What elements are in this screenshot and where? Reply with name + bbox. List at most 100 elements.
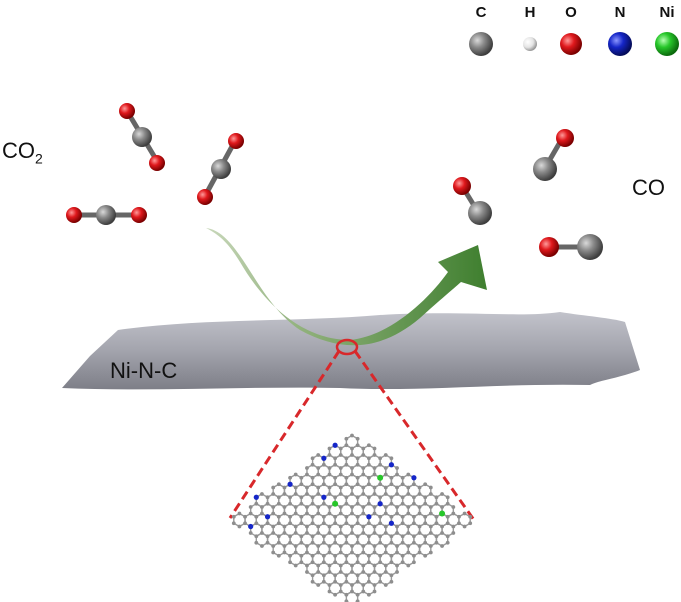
lattice-carbon-atom — [412, 495, 416, 500]
co2-molecule-3 — [66, 205, 147, 225]
lattice-carbon-atom — [372, 524, 377, 529]
lattice-carbon-atom — [316, 524, 321, 529]
co-molecule-2 — [453, 177, 492, 225]
lattice-carbon-atom — [400, 482, 405, 487]
lattice-carbon-atom — [355, 592, 360, 597]
lattice-carbon-atom — [395, 466, 399, 470]
lattice-carbon-atom — [310, 540, 315, 545]
lattice-carbon-atom — [237, 524, 242, 529]
lattice-carbon-atom — [293, 544, 298, 548]
lattice-carbon-atom — [260, 505, 264, 509]
lattice-carbon-atom — [338, 453, 343, 457]
lattice-carbon-atom — [350, 485, 354, 490]
lattice-carbon-atom — [310, 501, 315, 506]
lattice-carbon-atom — [350, 492, 354, 496]
lattice-carbon-atom — [378, 495, 383, 500]
lattice-carbon-atom — [412, 534, 416, 539]
co-molecule-3 — [539, 234, 603, 260]
lattice-carbon-atom — [321, 482, 326, 487]
lattice-carbon-atom — [260, 511, 264, 516]
lattice-carbon-atom — [468, 514, 473, 519]
lattice-nitrogen-atom — [377, 501, 383, 507]
lattice-carbon-atom — [288, 501, 292, 506]
lattice-carbon-atom — [316, 570, 321, 574]
lattice-carbon-atom — [316, 472, 321, 477]
lattice-carbon-atom — [406, 505, 411, 509]
lattice-carbon-atom — [395, 492, 399, 496]
lattice-carbon-atom — [282, 531, 287, 535]
lattice-carbon-atom — [406, 563, 411, 568]
lattice-nickel-atom — [377, 474, 384, 481]
lattice-carbon-atom — [350, 550, 354, 555]
lattice-carbon-atom — [316, 511, 321, 516]
lattice-carbon-atom — [355, 573, 360, 578]
lattice-carbon-atom — [299, 540, 304, 545]
lattice-carbon-atom — [327, 570, 332, 574]
lattice-carbon-atom — [333, 462, 338, 467]
lattice-carbon-atom — [338, 589, 343, 594]
lattice-carbon-atom — [350, 453, 354, 457]
lattice-carbon-atom — [316, 583, 321, 587]
lattice-carbon-atom — [288, 540, 292, 545]
lattice-carbon-atom — [310, 534, 315, 539]
lattice-carbon-atom — [305, 524, 309, 529]
lattice-carbon-atom — [361, 544, 366, 548]
lattice-carbon-atom — [361, 505, 366, 509]
lattice-carbon-atom — [417, 524, 422, 529]
lattice-carbon-atom — [231, 514, 236, 519]
lattice-carbon-atom — [389, 560, 394, 565]
lattice-carbon-atom — [423, 482, 428, 487]
lattice-carbon-atom — [254, 534, 259, 539]
lattice-carbon-atom — [366, 521, 371, 526]
lattice-carbon-atom — [327, 485, 332, 490]
lattice-carbon-atom — [400, 501, 405, 506]
lattice-carbon-atom — [451, 505, 456, 509]
lattice-carbon-atom — [282, 511, 287, 516]
zoom-line-right — [353, 350, 476, 521]
lattice-carbon-atom — [321, 521, 326, 526]
lattice-carbon-atom — [434, 514, 439, 519]
lattice-carbon-atom — [366, 495, 371, 500]
lattice-carbon-atom — [276, 521, 281, 526]
lattice-carbon-atom — [350, 589, 354, 594]
lattice-carbon-atom — [406, 472, 411, 477]
lattice-carbon-atom — [276, 553, 281, 558]
lattice-carbon-atom — [423, 540, 428, 545]
lattice-carbon-atom — [383, 583, 388, 587]
lattice-carbon-atom — [333, 560, 338, 565]
co2-molecule-2 — [197, 133, 244, 205]
lattice-carbon-atom — [344, 553, 349, 558]
lattice-carbon-atom — [412, 553, 416, 558]
lattice-carbon-atom — [344, 599, 349, 602]
lattice-carbon-atom — [412, 560, 416, 565]
lattice-carbon-atom — [406, 544, 411, 548]
lattice-nickel-atom — [439, 510, 446, 517]
lattice-carbon-atom — [271, 485, 276, 490]
lattice-carbon-atom — [412, 501, 416, 506]
lattice-carbon-atom — [327, 544, 332, 548]
lattice-carbon-atom — [378, 534, 383, 539]
lattice-carbon-atom — [333, 540, 338, 545]
lattice-carbon-atom — [383, 492, 388, 496]
lattice-nitrogen-atom — [253, 494, 259, 500]
lattice-carbon-atom — [288, 521, 292, 526]
lattice-carbon-atom — [423, 521, 428, 526]
lattice-nitrogen-atom — [264, 514, 271, 520]
lattice-carbon-atom — [395, 485, 399, 490]
lattice-carbon-atom — [327, 466, 332, 470]
lattice-carbon-atom — [395, 472, 399, 477]
lattice-carbon-atom — [366, 560, 371, 565]
lattice-carbon-atom — [282, 492, 287, 496]
lattice-carbon-atom — [400, 560, 405, 565]
lattice-nitrogen-atom — [388, 520, 395, 526]
lattice-carbon-atom — [417, 511, 422, 516]
lattice-carbon-atom — [293, 485, 298, 490]
lattice-carbon-atom — [428, 531, 433, 535]
lattice-carbon-atom — [305, 531, 309, 535]
lattice-carbon-atom — [361, 531, 366, 535]
lattice-carbon-atom — [243, 521, 247, 526]
lattice-carbon-atom — [428, 492, 433, 496]
legend-label-nitrogen: N — [614, 4, 626, 21]
lattice-carbon-atom — [338, 505, 343, 509]
lattice-carbon-atom — [338, 446, 343, 451]
